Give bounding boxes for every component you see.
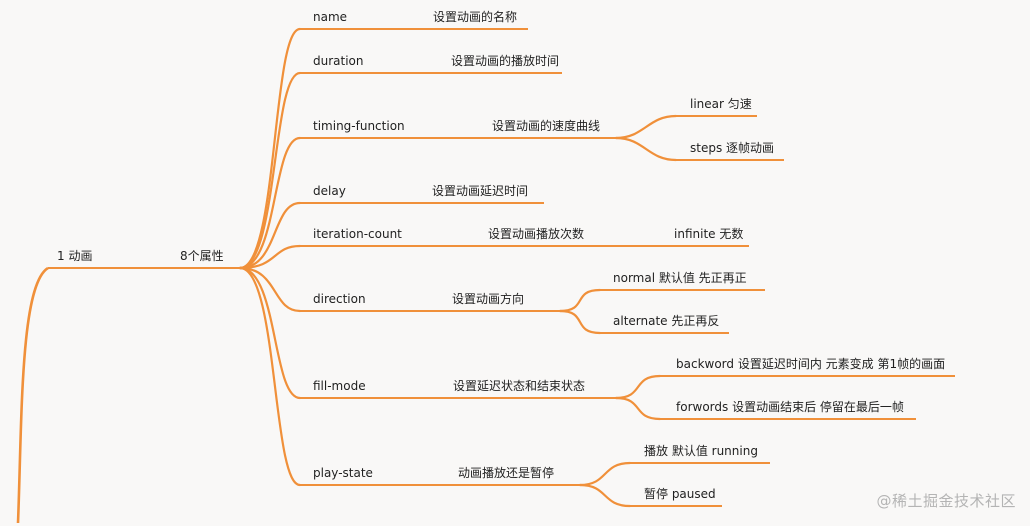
property-value[interactable]: normal 默认值 先正再正 [613,271,747,285]
property-name[interactable]: iteration-count [313,227,402,241]
property-name[interactable]: delay [313,184,346,198]
value-branch [558,288,602,313]
property-branch [238,266,302,313]
property-name[interactable]: fill-mode [313,379,366,393]
property-branch [238,71,302,270]
property-branch [238,201,302,270]
property-desc[interactable]: 设置动画的速度曲线 [492,119,601,133]
property-name[interactable]: timing-function [313,119,405,133]
property-value[interactable]: 暂停 paused [644,487,716,501]
property-branch [238,27,302,270]
property-branch [238,266,302,400]
value-branch [614,114,678,140]
property-name[interactable]: direction [313,292,366,306]
property-branch [238,266,302,487]
property-value[interactable]: forwords 设置动画结束后 停留在最后一帧 [676,400,904,414]
property-desc[interactable]: 设置动画播放次数 [488,227,585,241]
property-value[interactable]: steps 逐帧动画 [690,141,775,155]
value-branch [614,396,662,421]
property-desc[interactable]: 动画播放还是暂停 [458,466,555,480]
property-value[interactable]: backword 设置延迟时间内 元素变成 第1帧的画面 [676,357,946,371]
property-desc[interactable]: 设置动画延迟时间 [432,184,529,198]
value-branch [578,461,632,487]
value-branch [614,136,678,162]
property-branch [238,136,302,270]
property-name[interactable]: play-state [313,466,373,480]
property-branch [238,244,302,270]
property-name[interactable]: duration [313,54,364,68]
value-branch [614,374,662,400]
group-node-label[interactable]: 8个属性 [180,249,224,263]
root-node-label[interactable]: 1 动画 [57,249,93,263]
property-value[interactable]: alternate 先正再反 [613,314,720,328]
property-desc[interactable]: 设置延迟状态和结束状态 [453,379,586,393]
value-branch [578,483,632,508]
property-desc[interactable]: 设置动画的播放时间 [451,54,560,68]
root-connector [16,266,49,524]
property-name[interactable]: name [313,10,348,24]
value-branch [558,309,602,335]
property-value[interactable]: linear 匀速 [690,97,752,111]
watermark: @稀土掘金技术社区 [876,492,1016,510]
property-desc[interactable]: 设置动画的名称 [433,10,518,24]
property-value[interactable]: infinite 无数 [674,227,744,241]
property-desc[interactable]: 设置动画方向 [452,292,525,306]
property-value[interactable]: 播放 默认值 running [644,444,758,458]
